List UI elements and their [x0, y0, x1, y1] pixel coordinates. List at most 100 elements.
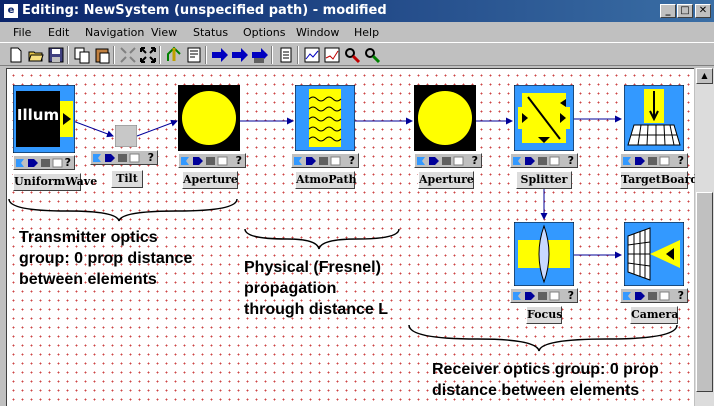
toolbar-separator [113, 46, 115, 64]
expand-icon[interactable] [139, 46, 157, 64]
new-icon[interactable] [7, 46, 25, 64]
help-icon[interactable]: ? [64, 156, 71, 169]
menu-options[interactable]: Options [243, 26, 286, 39]
tilt-icon [115, 125, 137, 147]
block-label: Tilt [111, 170, 143, 188]
wires [8, 115, 678, 352]
page-icon[interactable] [277, 46, 295, 64]
note-line: Receiver optics group: 0 prop [432, 361, 659, 378]
menu-status[interactable]: Status [193, 26, 229, 39]
help-icon[interactable]: ? [567, 289, 574, 302]
block-label: Focus [526, 306, 562, 324]
graph-icon[interactable] [303, 46, 321, 64]
scroll-thumb[interactable] [696, 192, 713, 392]
fresnel-note: Physical (Fresnel) propagation through d… [244, 257, 388, 320]
note-line: Transmitter optics [19, 229, 158, 246]
port-bar[interactable]: ? [291, 153, 359, 168]
open-icon[interactable] [27, 46, 45, 64]
run-icon[interactable] [165, 46, 183, 64]
copy-icon[interactable] [73, 46, 91, 64]
port-bar[interactable]: ? [90, 150, 158, 165]
port-bar[interactable]: ? [510, 153, 578, 168]
port-bar[interactable]: ? [178, 153, 246, 168]
port-icons [417, 156, 464, 166]
beam-splitter-icon [514, 85, 574, 151]
note-line: distance between elements [432, 382, 640, 399]
transmitter-brace [8, 198, 238, 222]
aperture-icon [414, 85, 476, 151]
menu-navigation[interactable]: Navigation [85, 26, 145, 39]
graph-icon[interactable] [323, 46, 341, 64]
vertical-scrollbar[interactable]: ▲ [695, 68, 714, 406]
paste-icon[interactable] [93, 46, 111, 64]
minimize-button[interactable]: _ [660, 4, 676, 18]
block-label: TargetBoard [620, 171, 698, 189]
camera-icon [624, 222, 684, 286]
receiver-brace [408, 324, 678, 352]
port-icons [181, 156, 228, 166]
diagram-canvas[interactable]: Illum ? UniformWave ? Tilt [6, 68, 698, 406]
block-label: AtmoPath [295, 171, 357, 189]
tool-icon[interactable] [343, 46, 361, 64]
window-title: Editing: NewSystem (unspecified path) - … [22, 3, 387, 18]
arrow-right-icon[interactable] [231, 46, 249, 64]
illum-source-icon [13, 85, 75, 153]
note-line: between elements [19, 271, 157, 288]
help-icon[interactable]: ? [677, 289, 684, 302]
menu-view[interactable]: View [151, 26, 178, 39]
port-bar[interactable]: ? [620, 153, 688, 168]
wire [72, 120, 114, 138]
port-bar[interactable]: ? [414, 153, 482, 168]
toolbar-separator [297, 46, 299, 64]
title-bar: e Editing: NewSystem (unspecified path) … [0, 0, 714, 22]
target-board-icon [624, 85, 684, 151]
note-line: group: 0 prop distance [19, 250, 193, 267]
port-icons [16, 158, 63, 168]
block-label: Aperture [182, 171, 238, 189]
receiver-note: Receiver optics group: 0 prop distance b… [432, 359, 659, 401]
arrow-right-icon[interactable] [211, 46, 229, 64]
toolbar-separator [159, 46, 161, 64]
help-icon[interactable]: ? [567, 154, 574, 167]
menu-edit[interactable]: Edit [48, 26, 70, 39]
close-button[interactable]: ✕ [695, 4, 711, 18]
probe-icon[interactable] [251, 46, 269, 64]
port-icons [93, 153, 140, 163]
save-icon[interactable] [47, 46, 65, 64]
toolbar-separator [271, 46, 273, 64]
help-icon[interactable]: ? [348, 154, 355, 167]
help-icon[interactable]: ? [471, 154, 478, 167]
help-icon[interactable]: ? [235, 154, 242, 167]
block-label: Camera [630, 306, 678, 324]
tool-icon[interactable] [363, 46, 381, 64]
menu-window[interactable]: Window [296, 26, 340, 39]
toolbar-separator [205, 46, 207, 64]
turbulence-icon [295, 85, 355, 151]
port-icons [623, 156, 670, 166]
port-bar[interactable]: ? [510, 288, 578, 303]
note-line: through distance L [244, 301, 388, 318]
fresnel-brace [244, 228, 400, 250]
menu-help[interactable]: Help [354, 26, 380, 39]
collapse-icon[interactable] [119, 46, 137, 64]
port-icons [623, 291, 670, 301]
toolbar-separator [67, 46, 69, 64]
help-icon[interactable]: ? [677, 154, 684, 167]
build-icon[interactable] [185, 46, 203, 64]
maximize-button[interactable]: □ [677, 4, 693, 18]
block-label: Splitter [516, 171, 572, 189]
block-label: Aperture [418, 171, 474, 189]
port-bar[interactable]: ? [13, 155, 75, 170]
illum-text: Illum [16, 106, 60, 124]
menu-file[interactable]: File [13, 26, 32, 39]
port-icons [294, 156, 341, 166]
help-icon[interactable]: ? [147, 151, 154, 164]
app-icon: e [4, 4, 18, 18]
transmitter-note: Transmitter optics group: 0 prop distanc… [19, 227, 192, 290]
note-line: propagation [244, 280, 337, 297]
scroll-up-button[interactable]: ▲ [696, 68, 713, 84]
toolbar [0, 42, 714, 66]
lens-icon [514, 222, 574, 286]
block-label: UniformWave [13, 173, 97, 191]
port-bar[interactable]: ? [620, 288, 688, 303]
